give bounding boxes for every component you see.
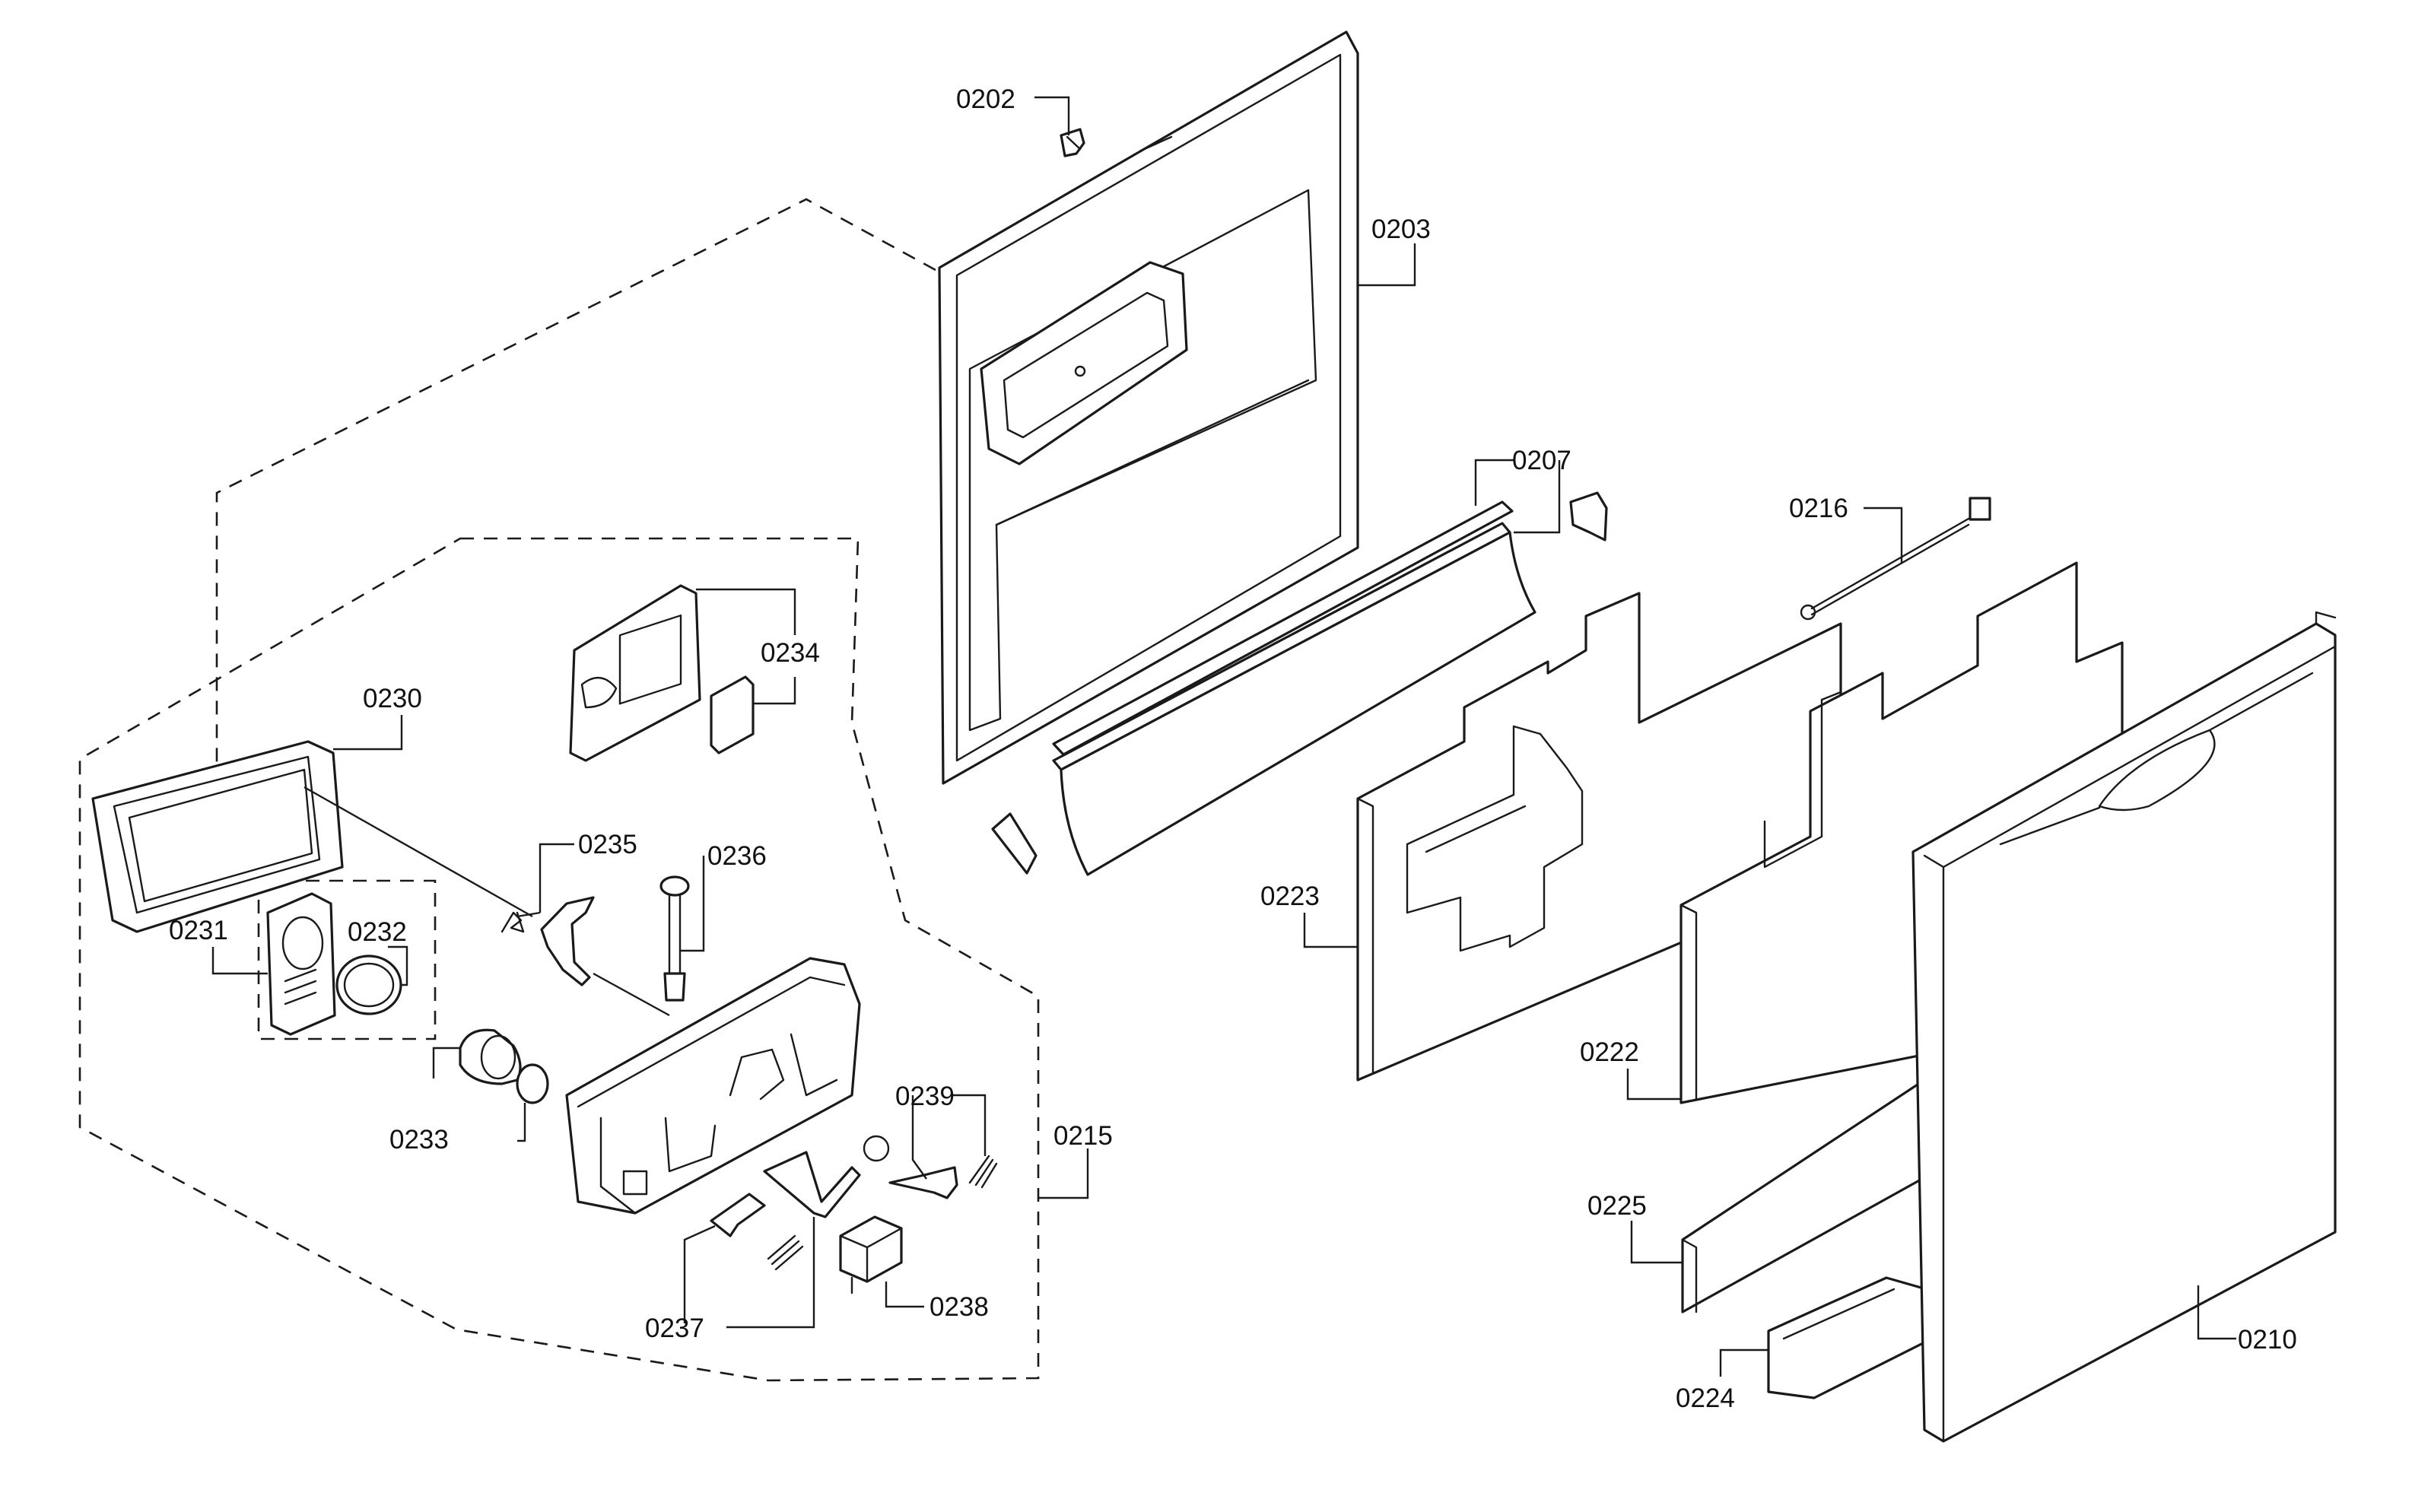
leader-0210 — [2197, 1285, 2236, 1340]
cable-tie-icon — [1800, 497, 1991, 621]
dispenser-lid — [266, 892, 336, 1036]
label-0224: 0224 — [1676, 1383, 1735, 1413]
leader-0223 — [1303, 913, 1358, 948]
leader-0215 — [1038, 1148, 1089, 1199]
label-0210: 0210 — [2238, 1325, 2297, 1355]
leader-0237 — [683, 1217, 815, 1329]
door-trim-rail — [991, 500, 1536, 876]
screw-icon — [1060, 128, 1085, 157]
solenoid-actuator — [839, 1215, 903, 1294]
pin-icon — [659, 875, 690, 1002]
label-0239: 0239 — [895, 1082, 955, 1111]
leader-0231 — [211, 947, 268, 975]
label-0225: 0225 — [1587, 1191, 1647, 1221]
label-0232: 0232 — [348, 917, 407, 947]
label-0203: 0203 — [1371, 214, 1431, 244]
seal-ring-icon — [335, 955, 402, 1015]
assembly-outline-0231-0232 — [257, 879, 437, 1040]
leader-0202 — [1034, 96, 1070, 135]
leader-0203 — [1358, 243, 1416, 287]
label-0234: 0234 — [761, 638, 820, 668]
label-0230: 0230 — [363, 684, 422, 713]
dispenser-cover — [569, 584, 701, 762]
dispenser-gasket — [91, 740, 344, 933]
leader-0238 — [885, 1282, 924, 1308]
label-0231: 0231 — [169, 916, 228, 945]
spring-small-icon — [767, 1234, 804, 1271]
leader-0207-a — [1474, 459, 1514, 506]
assembly-outline-outer — [215, 198, 936, 768]
leader-0222 — [1626, 1069, 1681, 1101]
insulation-strip — [1681, 1078, 1937, 1313]
leader-0234 — [696, 588, 796, 705]
leader-0236 — [680, 856, 705, 952]
leader-0216 — [1864, 507, 1903, 563]
leader-0239 — [911, 1094, 987, 1180]
detergent-dispenser — [565, 957, 861, 1215]
leader-0207-b — [1514, 460, 1561, 534]
leader-0225 — [1630, 1221, 1683, 1264]
rinse-aid-cap — [459, 1028, 549, 1104]
assembly-outline-dispenser — [78, 537, 1040, 1382]
label-0207: 0207 — [1512, 446, 1571, 475]
label-0223: 0223 — [1260, 881, 1320, 911]
actuator-arm — [763, 1151, 861, 1218]
ball-icon — [863, 1135, 890, 1162]
leader-0233 — [432, 1047, 526, 1142]
leader-0232 — [388, 945, 408, 986]
label-0222: 0222 — [1580, 1037, 1639, 1067]
leader-0230-axis — [303, 786, 670, 1017]
spring-icon — [500, 911, 525, 933]
clip-icon — [1569, 491, 1608, 542]
inner-door-panel — [938, 30, 1359, 785]
leader-0224 — [1719, 1348, 1768, 1377]
leader-0230 — [333, 715, 403, 751]
handle-bracket — [1767, 1276, 1941, 1399]
link-bar — [710, 1193, 766, 1237]
label-0216: 0216 — [1789, 494, 1848, 523]
outer-door-panel — [1911, 611, 2337, 1443]
latch-icon — [888, 1166, 958, 1199]
label-0202: 0202 — [956, 84, 1015, 114]
label-0215: 0215 — [1053, 1121, 1113, 1151]
label-0233: 0233 — [389, 1125, 449, 1155]
label-0237: 0237 — [645, 1313, 704, 1343]
label-0236: 0236 — [707, 841, 767, 871]
label-0235: 0235 — [578, 830, 637, 859]
lever-icon — [540, 896, 595, 986]
filter-pad — [710, 675, 755, 754]
label-0238: 0238 — [930, 1292, 989, 1322]
spring-coil-icon — [968, 1155, 998, 1189]
